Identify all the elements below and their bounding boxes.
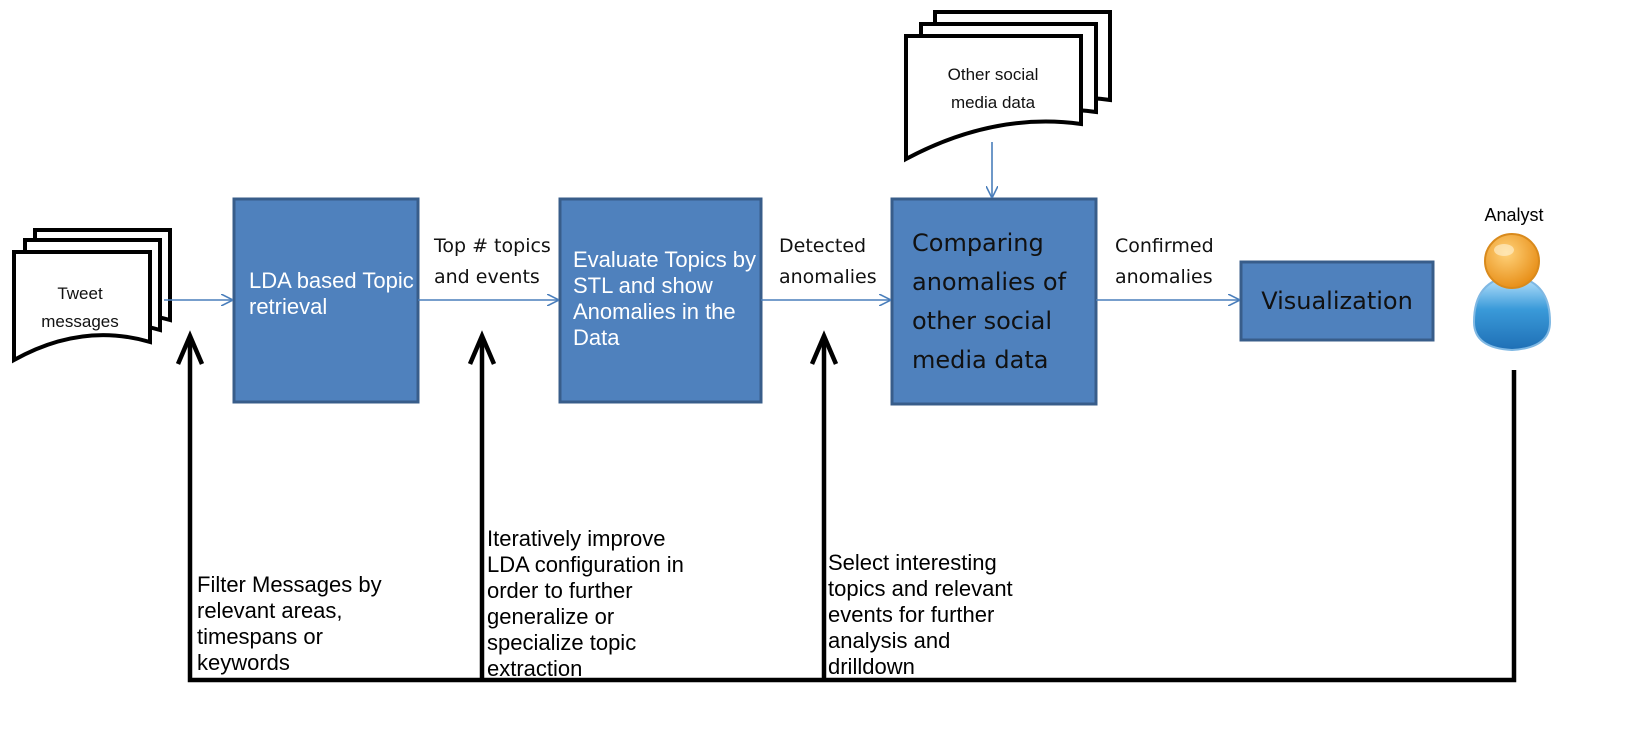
feedback-arrowhead-filter xyxy=(175,330,205,365)
visualization-box xyxy=(1239,260,1435,342)
feedback-note-filter: Filter Messages by relevant areas, times… xyxy=(197,572,382,675)
lda-box xyxy=(232,197,420,404)
other-social-document-label: Other social media data xyxy=(947,65,1039,112)
feedback-arrowhead-select xyxy=(809,330,839,365)
tweet-document-label: Tweet messages xyxy=(41,284,119,331)
edge-label-detected-anomalies: Detected anomalies xyxy=(779,235,877,288)
comparing-box-label: Comparing anomalies of other social medi… xyxy=(912,229,1067,374)
edge-label-top-topics: Top # topics and events xyxy=(434,235,551,288)
evaluate-box-label: Evaluate Topics by STL and show Anomalie… xyxy=(573,247,757,350)
feedback-arrowhead-iterate xyxy=(467,330,497,365)
analyst-icon xyxy=(1472,233,1552,352)
feedback-note-select: Select interesting topics and relevant e… xyxy=(828,550,1013,679)
feedback-note-iterate: Iteratively improve LDA configuration in… xyxy=(487,526,684,681)
edge-label-confirmed-anomalies: Confirmed anomalies xyxy=(1115,235,1214,288)
analyst-label: Analyst xyxy=(1484,205,1544,225)
comparing-box xyxy=(890,197,1098,406)
lda-box-label: LDA based Topic retrieval xyxy=(249,268,414,319)
other-social-document-icon xyxy=(904,10,1112,163)
visualization-box-label: Visualization xyxy=(1261,287,1413,315)
feedback-loop xyxy=(175,330,1517,683)
tweet-document-icon xyxy=(12,228,172,364)
